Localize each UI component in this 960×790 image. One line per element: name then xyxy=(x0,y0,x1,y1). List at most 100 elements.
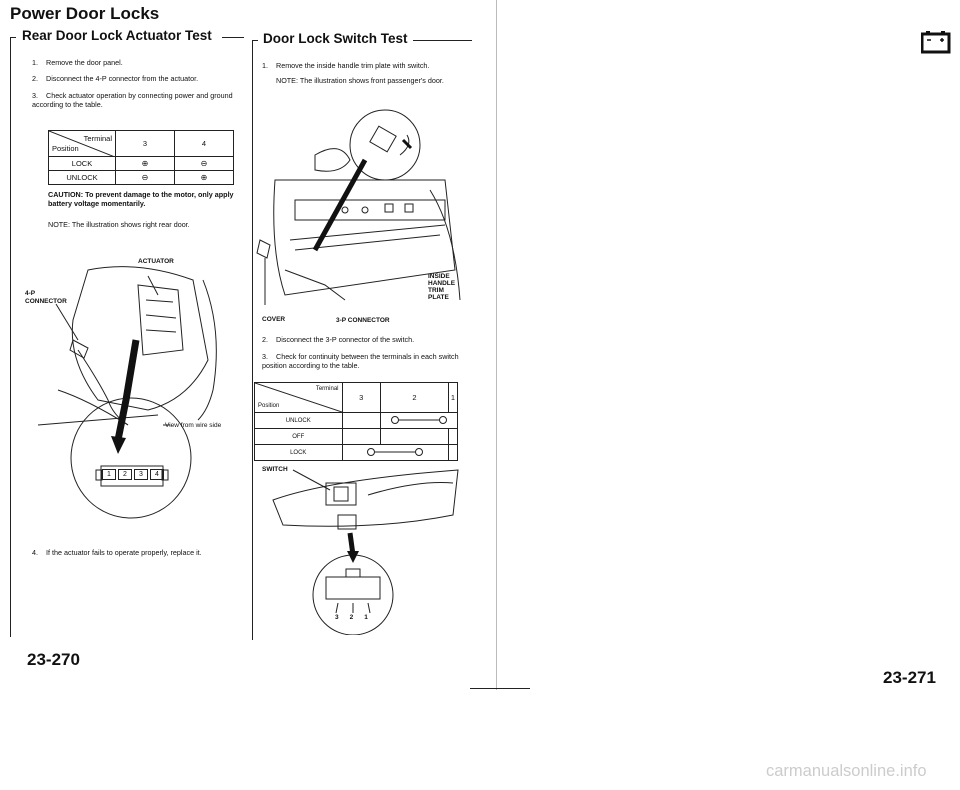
table-cell: ⊖ xyxy=(115,170,175,185)
frame-rule xyxy=(222,37,244,38)
table-cell: ⊕ xyxy=(174,170,234,185)
right-page-number: 23-271 xyxy=(883,668,936,687)
label-line: TRIM xyxy=(428,287,444,294)
handle-trim-plate xyxy=(272,469,459,527)
table-cell xyxy=(341,412,381,429)
frame-rule xyxy=(400,40,472,41)
actuator-section-heading: Rear Door Lock Actuator Test xyxy=(17,28,217,43)
table-header-cell: 2 xyxy=(380,382,449,413)
table-cell xyxy=(341,444,449,461)
pin-label: 1 xyxy=(364,614,368,621)
pin-label: 4 xyxy=(150,469,164,480)
pin-label: 2 xyxy=(349,614,354,621)
switch-note: NOTE: The illustration shows front passe… xyxy=(276,76,444,85)
table-row-label: LOCK xyxy=(48,156,116,171)
label-line: HANDLE xyxy=(428,280,456,287)
actuator-step-3: 3.Check actuator operation by connecting… xyxy=(32,91,233,109)
table-cell xyxy=(447,428,459,445)
table-header-cell: 4 xyxy=(174,130,234,157)
switch-step-2: 2.Disconnect the 3-P connector of the sw… xyxy=(262,335,415,344)
continuity-link-2-1 xyxy=(391,415,447,424)
pin-label: 3 xyxy=(134,469,148,480)
table-corner-terminal: Terminal xyxy=(315,386,339,392)
table-header-cell: 1 xyxy=(447,382,459,413)
pointer-arrow xyxy=(312,158,368,252)
table-corner: Terminal Position xyxy=(254,382,345,413)
actuator-body xyxy=(137,284,184,356)
cover-part xyxy=(256,239,271,259)
table-row-label: UNLOCK xyxy=(254,412,343,429)
switch-section-heading: Door Lock Switch Test xyxy=(258,31,413,46)
actuator-step-4: 4.If the actuator fails to operate prope… xyxy=(32,548,202,557)
actuator-terminal-table: Terminal Position 3 4 LOCK ⊕ ⊖ UNLOCK ⊖ … xyxy=(48,130,234,185)
actuator-illustration xyxy=(37,266,217,519)
frame-rule xyxy=(10,37,16,38)
battery-icon xyxy=(921,31,951,54)
table-cell xyxy=(380,428,449,445)
table-corner-position: Position xyxy=(258,403,280,409)
door-panel xyxy=(273,179,456,296)
rotate-arrow-icon xyxy=(401,138,413,150)
label-line: INSIDE xyxy=(428,273,450,280)
watermark: carmanualsonline.info xyxy=(766,762,927,780)
label-actuator: ACTUATOR xyxy=(138,258,174,265)
lock-switch xyxy=(325,482,357,506)
actuator-step-1: 1.Remove the door panel. xyxy=(32,58,123,67)
switch-step-3: 3.Check for continuity between the termi… xyxy=(262,352,459,370)
mirror xyxy=(314,148,351,172)
label-connector: CONNECTOR xyxy=(25,298,67,305)
left-page-number: 23-270 xyxy=(27,650,80,669)
table-header-cell: 3 xyxy=(341,382,381,413)
door-inner-panel xyxy=(71,266,209,411)
actuator-pin-row: 1 2 3 4 xyxy=(102,469,164,480)
pin-label: 1 xyxy=(102,469,116,480)
switch-connector xyxy=(337,514,357,530)
table-corner: Terminal Position xyxy=(48,130,116,157)
table-corner-terminal: Terminal xyxy=(83,134,112,143)
table-header-cell: 3 xyxy=(115,130,175,157)
table-cell xyxy=(380,412,458,429)
table-cell: ⊕ xyxy=(115,156,175,171)
table-row-label: UNLOCK xyxy=(48,170,116,185)
frame-rule xyxy=(252,40,258,41)
label-wire-side: View from wire side xyxy=(165,422,222,429)
pin-label: 3 xyxy=(335,614,339,621)
page-title: Power Door Locks xyxy=(10,4,160,23)
switch-step-1: 1.Remove the inside handle trim plate wi… xyxy=(262,61,430,70)
table-cell: ⊖ xyxy=(174,156,234,171)
table-cell xyxy=(341,428,381,445)
actuator-note: NOTE: The illustration shows right rear … xyxy=(48,220,190,229)
connector-inset xyxy=(70,397,192,519)
corner-diagonal xyxy=(49,131,115,157)
four-p-connector xyxy=(69,339,89,359)
switch-pin-row: 3 2 1 xyxy=(335,614,368,621)
actuator-step-2: 2.Disconnect the 4-P connector from the … xyxy=(32,74,199,83)
continuity-link-3-2 xyxy=(367,447,424,456)
label-switch: SWITCH xyxy=(262,466,288,473)
switch-illustration xyxy=(272,469,459,635)
frame-rule xyxy=(252,40,253,640)
door-illustration xyxy=(256,109,461,305)
actuator-caution: CAUTION: To prevent damage to the motor,… xyxy=(48,190,234,208)
label-4p: 4-P xyxy=(25,290,36,297)
frame-rule xyxy=(10,37,11,637)
table-row-label: OFF xyxy=(254,428,343,445)
label-line: PLATE xyxy=(428,294,449,301)
page-gutter-rule xyxy=(470,688,530,689)
plus-terminal-icon: ⊕ xyxy=(141,159,149,168)
label-inside-handle-trim-plate: INSIDE HANDLE TRIM PLATE xyxy=(428,273,455,301)
switch-connector-inset xyxy=(312,554,394,635)
minus-terminal-icon: ⊖ xyxy=(141,173,149,182)
minus-terminal-icon: ⊖ xyxy=(200,159,208,168)
page-gutter-line xyxy=(496,0,497,690)
label-3p-connector: 3-P CONNECTOR xyxy=(336,317,390,324)
plus-terminal-icon: ⊕ xyxy=(200,173,208,182)
switch-terminal-table: Terminal Position 3 2 1 UNLOCK OFF LOCK xyxy=(254,382,459,461)
armrest-trim xyxy=(294,199,446,221)
label-cover: COVER xyxy=(262,316,286,323)
pointer-arrow xyxy=(114,339,140,441)
table-corner-position: Position xyxy=(52,144,79,153)
table-cell xyxy=(447,444,459,461)
corner-diagonal xyxy=(255,383,345,413)
pin-label: 2 xyxy=(118,469,132,480)
